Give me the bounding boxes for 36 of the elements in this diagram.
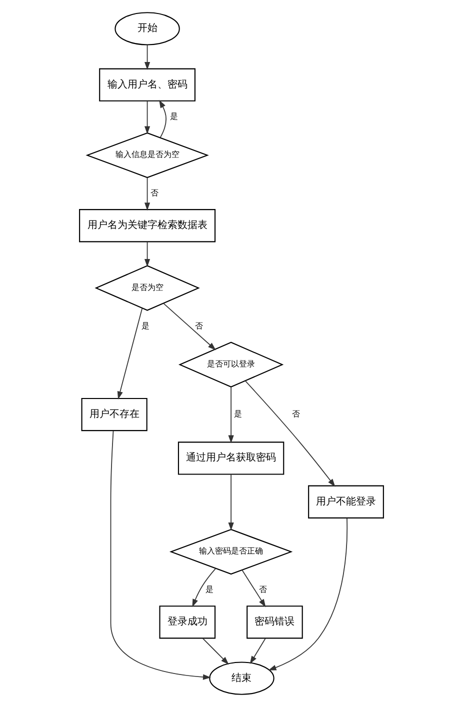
node-box: 用户不能登录 xyxy=(308,485,384,518)
arrow xyxy=(159,100,166,138)
edge-label: 否 xyxy=(292,410,300,418)
node-box: 用户名为关键字检索数据表 xyxy=(79,209,216,242)
node-box: 通过用户名获取密码 xyxy=(178,442,284,475)
arrow xyxy=(202,638,229,665)
arrow xyxy=(163,302,216,350)
node-box: 登录成功 xyxy=(159,606,216,639)
arrow xyxy=(110,430,212,680)
arrow xyxy=(244,380,336,487)
arrow xyxy=(242,570,266,608)
edge-label: 是 xyxy=(142,321,150,330)
node-ellipse: 结束 xyxy=(209,662,274,695)
node-box: 输入用户名、密码 xyxy=(99,68,196,102)
node-ellipse: 开始 xyxy=(114,12,180,46)
arrow xyxy=(144,177,150,211)
edge-label: 否 xyxy=(150,188,158,198)
edge-label: 否 xyxy=(194,321,203,330)
arrow xyxy=(250,638,266,664)
edge-label: 是 xyxy=(234,410,242,418)
arrow xyxy=(228,474,234,531)
node-box: 密码错误 xyxy=(246,606,303,639)
edge-label: 是 xyxy=(206,585,214,594)
arrow xyxy=(268,518,348,670)
arrow xyxy=(144,241,150,267)
edge-label: 否 xyxy=(259,585,268,594)
arrow xyxy=(192,568,216,608)
node-diamond: 输入信息是否为空 xyxy=(86,132,209,178)
node-diamond: 输入密码是否正确 xyxy=(169,528,293,575)
edge-label: 是 xyxy=(170,112,178,121)
arrow xyxy=(228,386,234,444)
arrow xyxy=(144,100,150,134)
node-diamond: 是否为空 xyxy=(94,265,200,311)
node-box: 用户不存在 xyxy=(81,398,148,432)
arrow xyxy=(117,308,143,400)
arrow xyxy=(144,44,150,70)
